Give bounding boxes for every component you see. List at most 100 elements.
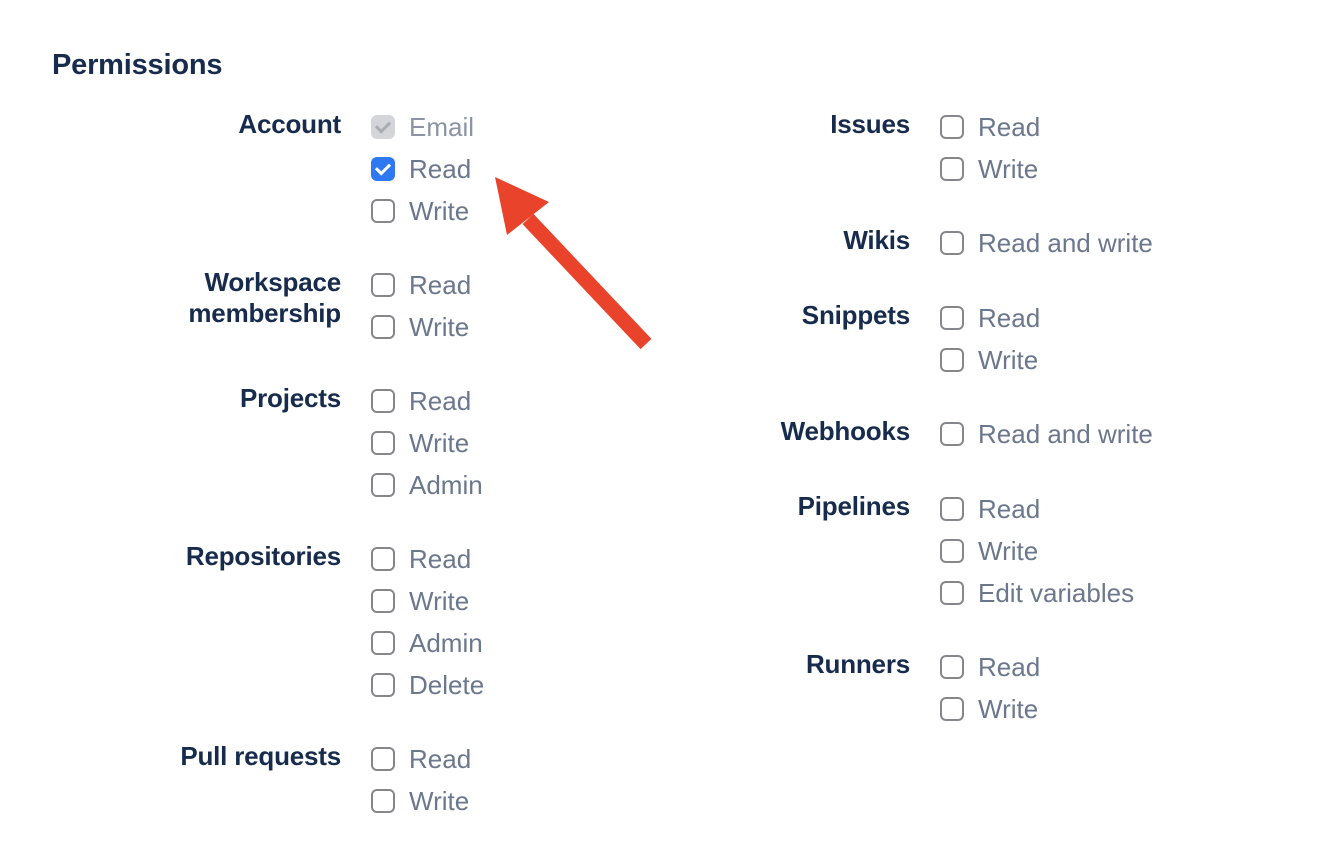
group-label-wikis: Wikis [843,225,910,255]
repositories-admin-checkbox[interactable] [371,631,395,655]
repositories-write-checkbox[interactable] [371,589,395,613]
checkbox-row-pipelines-edit-variables: Edit variables [940,578,1135,608]
checkbox-row-runners-read: Read [940,652,1041,682]
permission-group-webhooks: Webhooks Read and write [760,416,1260,449]
group-label-webhooks: Webhooks [780,416,911,446]
checkbox-row-pipelines-write: Write [940,536,1134,566]
checkbox-label-write[interactable]: Write [978,154,1039,184]
projects-admin-checkbox[interactable] [371,473,395,497]
checkbox-row-projects-write: Write [371,428,483,458]
webhooks-read-and-write-checkbox[interactable] [940,422,964,446]
checkbox-row-repositories-write: Write [371,586,484,616]
checkbox-row-account-email: Email [371,112,475,142]
options-list: Read and write [940,419,1153,449]
pull-requests-write-checkbox[interactable] [371,789,395,813]
group-label-pipelines: Pipelines [797,491,911,521]
checkbox-row-account-write: Write [371,196,474,226]
checkbox-label-write[interactable]: Write [978,345,1039,375]
group-label-issues: Issues [830,109,910,139]
checkbox-label-read[interactable]: Read [409,544,472,574]
permission-group-wikis: Wikis Read and write [760,225,1260,258]
checkbox-label-write[interactable]: Write [978,536,1039,566]
projects-read-checkbox[interactable] [371,389,395,413]
checkbox-label-read[interactable]: Read [978,303,1041,333]
checkbox-row-workspace-membership-write: Write [371,312,471,342]
pipelines-edit-variables-checkbox[interactable] [940,581,964,605]
runners-read-checkbox[interactable] [940,655,964,679]
repositories-read-checkbox[interactable] [371,547,395,571]
checkbox-label-admin[interactable]: Admin [409,628,483,658]
checkbox-label-read[interactable]: Read [409,270,472,300]
checkbox-label-read[interactable]: Read [409,744,472,774]
group-label-account: Account [238,109,341,139]
checkbox-label-read[interactable]: Read [978,112,1041,142]
checkbox-row-repositories-delete: Delete [371,670,485,700]
checkbox-row-pipelines-read: Read [940,494,1134,524]
account-write-checkbox[interactable] [371,199,395,223]
checkbox-row-repositories-read: Read [371,544,484,574]
group-label-repositories: Repositories [185,541,341,571]
checkbox-row-snippets-read: Read [940,303,1041,333]
checkbox-label-delete[interactable]: Delete [409,670,485,700]
checkbox-label-write[interactable]: Write [409,196,470,226]
workspace-membership-write-checkbox[interactable] [371,315,395,339]
checkbox-label-write[interactable]: Write [409,312,470,342]
repositories-delete-checkbox[interactable] [371,673,395,697]
checkbox-label-write[interactable]: Write [409,786,470,816]
checkbox-row-webhooks-read-and-write: Read and write [940,419,1153,449]
issues-write-checkbox[interactable] [940,157,964,181]
options-list: Read and write [940,228,1153,258]
account-read-checkbox[interactable] [371,157,395,181]
checkbox-label-edit-variables[interactable]: Edit variables [978,578,1135,608]
checkbox-row-workspace-membership-read: Read [371,270,472,300]
wikis-read-and-write-checkbox[interactable] [940,231,964,255]
checkbox-label-email: Email [409,112,475,142]
group-label-workspace-membership: Workspace membership [188,267,341,328]
checkbox-label-write[interactable]: Write [409,428,470,458]
checkbox-row-pull-requests-read: Read [371,744,472,774]
checkbox-label-read[interactable]: Read [409,154,472,184]
snippets-read-checkbox[interactable] [940,306,964,330]
checkbox-row-projects-admin: Admin [371,470,483,500]
pull-requests-read-checkbox[interactable] [371,747,395,771]
checkbox-row-runners-write: Write [940,694,1040,724]
checkbox-row-pull-requests-write: Write [371,786,471,816]
account-email-checkbox [371,115,395,139]
group-label-pull-requests: Pull requests [180,741,341,771]
checkbox-label-read[interactable]: Read [409,386,472,416]
checkbox-row-issues-write: Write [940,154,1040,184]
issues-read-checkbox[interactable] [940,115,964,139]
workspace-membership-read-checkbox[interactable] [371,273,395,297]
snippets-write-checkbox[interactable] [940,348,964,372]
projects-write-checkbox[interactable] [371,431,395,455]
checkbox-label-admin[interactable]: Admin [409,470,483,500]
checkbox-label-read[interactable]: Read [978,652,1041,682]
checkbox-label-read-and-write[interactable]: Read and write [978,228,1153,258]
pipelines-write-checkbox[interactable] [940,539,964,563]
checkbox-label-write[interactable]: Write [409,586,470,616]
checkbox-label-write[interactable]: Write [978,694,1039,724]
checkbox-row-issues-read: Read [940,112,1041,142]
runners-write-checkbox[interactable] [940,697,964,721]
group-label-runners: Runners [805,649,910,679]
group-label-snippets: Snippets [801,300,910,330]
checkbox-label-read-and-write[interactable]: Read and write [978,419,1153,449]
checkbox-row-wikis-read-and-write: Read and write [940,228,1153,258]
checkbox-label-read[interactable]: Read [978,494,1041,524]
checkbox-row-snippets-write: Write [940,345,1040,375]
pipelines-read-checkbox[interactable] [940,497,964,521]
page-title: Permissions [52,49,223,81]
